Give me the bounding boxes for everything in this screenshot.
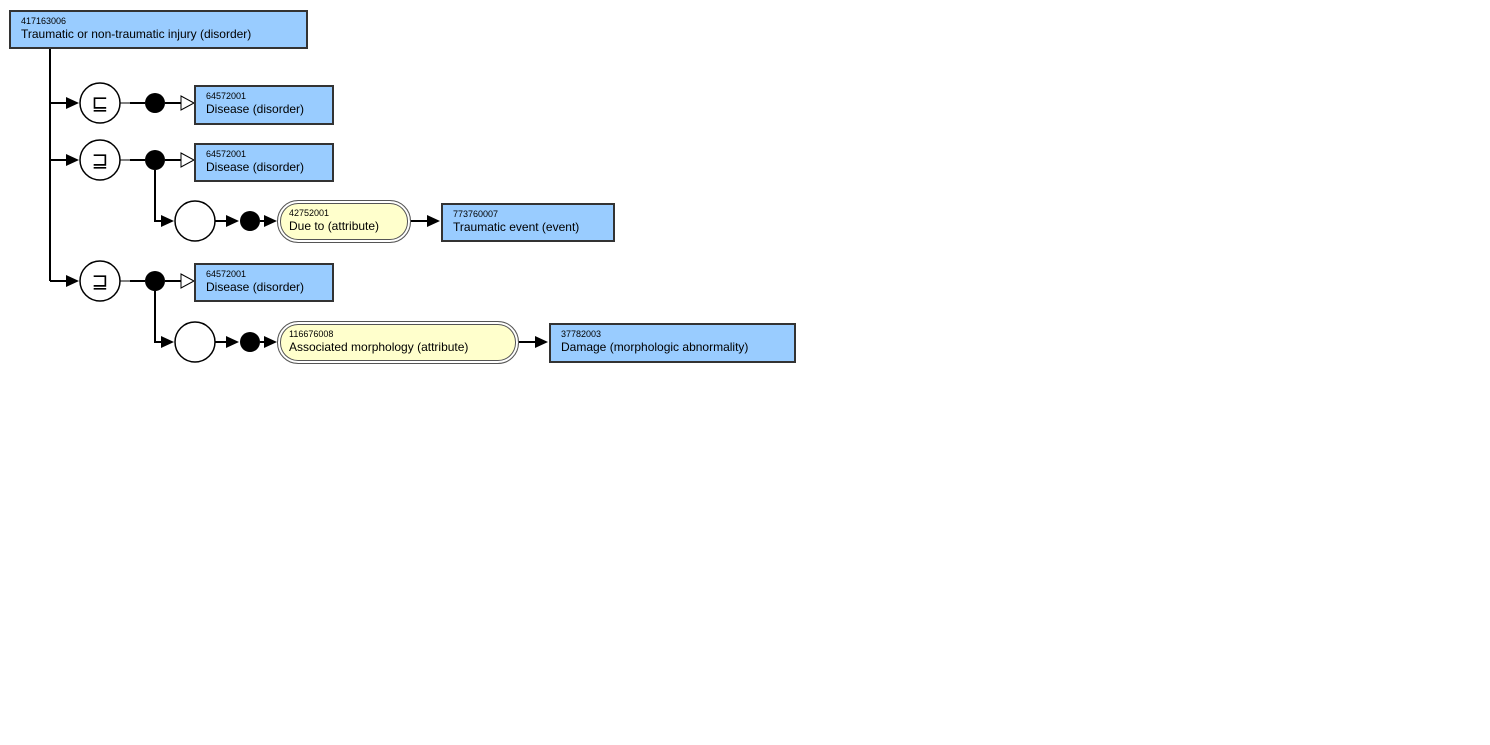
arrow-head: [66, 97, 79, 109]
arrow-head: [66, 154, 79, 166]
attribute-group-icon: [174, 321, 216, 363]
arrow-head: [264, 336, 277, 348]
isa-arrow-head: [180, 152, 196, 168]
concept-term: Disease (disorder): [206, 280, 305, 294]
concept-sctid: 37782003: [561, 329, 602, 339]
attribute-sctid: 116676008: [289, 329, 334, 339]
concept-sctid: 417163006: [21, 16, 67, 26]
arrow-head: [427, 215, 440, 227]
conjunction-dot: [240, 211, 260, 231]
operator-symbol: ⊒: [92, 148, 109, 172]
isa-arrow-head: [180, 95, 196, 111]
attribute-term: Due to (attribute): [289, 219, 380, 233]
attribute-box[interactable]: 42752001 Due to (attribute): [277, 200, 411, 243]
attribute-term: Associated morphology (attribute): [289, 340, 469, 354]
operator-symbol: ⊑: [92, 91, 109, 115]
concept-term: Traumatic or non-traumatic injury (disor…: [21, 27, 252, 41]
parent-concept-box[interactable]: 64572001 Disease (disorder): [194, 263, 334, 302]
concept-term: Disease (disorder): [206, 102, 305, 116]
arrow-head: [226, 336, 239, 348]
attribute-sctid: 42752001: [289, 208, 330, 218]
arrow-head: [226, 215, 239, 227]
attribute-branch-line: [154, 170, 165, 222]
concept-sctid: 64572001: [206, 269, 247, 279]
isa-arrow-head: [180, 273, 196, 289]
conjunction-dot: [145, 93, 165, 113]
value-concept-box[interactable]: 773760007 Traumatic event (event): [441, 203, 615, 242]
conjunction-dot: [240, 332, 260, 352]
concept-term: Traumatic event (event): [453, 220, 580, 234]
concept-sctid: 773760007: [453, 209, 499, 219]
arrow-head: [161, 215, 174, 227]
arrow-head: [66, 275, 79, 287]
concept-sctid: 64572001: [206, 149, 247, 159]
attribute-box[interactable]: 116676008 Associated morphology (attribu…: [277, 321, 519, 364]
focus-concept-box[interactable]: 417163006 Traumatic or non-traumatic inj…: [9, 10, 308, 49]
attribute-group-icon: [174, 200, 216, 242]
parent-concept-box[interactable]: 64572001 Disease (disorder): [194, 85, 334, 125]
conjunction-dot: [145, 150, 165, 170]
arrow-head: [161, 336, 174, 348]
concept-term: Disease (disorder): [206, 160, 305, 174]
operator-symbol: ⊒: [92, 269, 109, 293]
parent-concept-box[interactable]: 64572001 Disease (disorder): [194, 143, 334, 182]
arrow-head: [535, 336, 548, 348]
concept-sctid: 64572001: [206, 91, 247, 101]
concept-term: Damage (morphologic abnormality): [561, 340, 749, 354]
conjunction-dot: [145, 271, 165, 291]
arrow-head: [264, 215, 277, 227]
value-concept-box[interactable]: 37782003 Damage (morphologic abnormality…: [549, 323, 796, 363]
attribute-branch-line: [154, 291, 165, 343]
